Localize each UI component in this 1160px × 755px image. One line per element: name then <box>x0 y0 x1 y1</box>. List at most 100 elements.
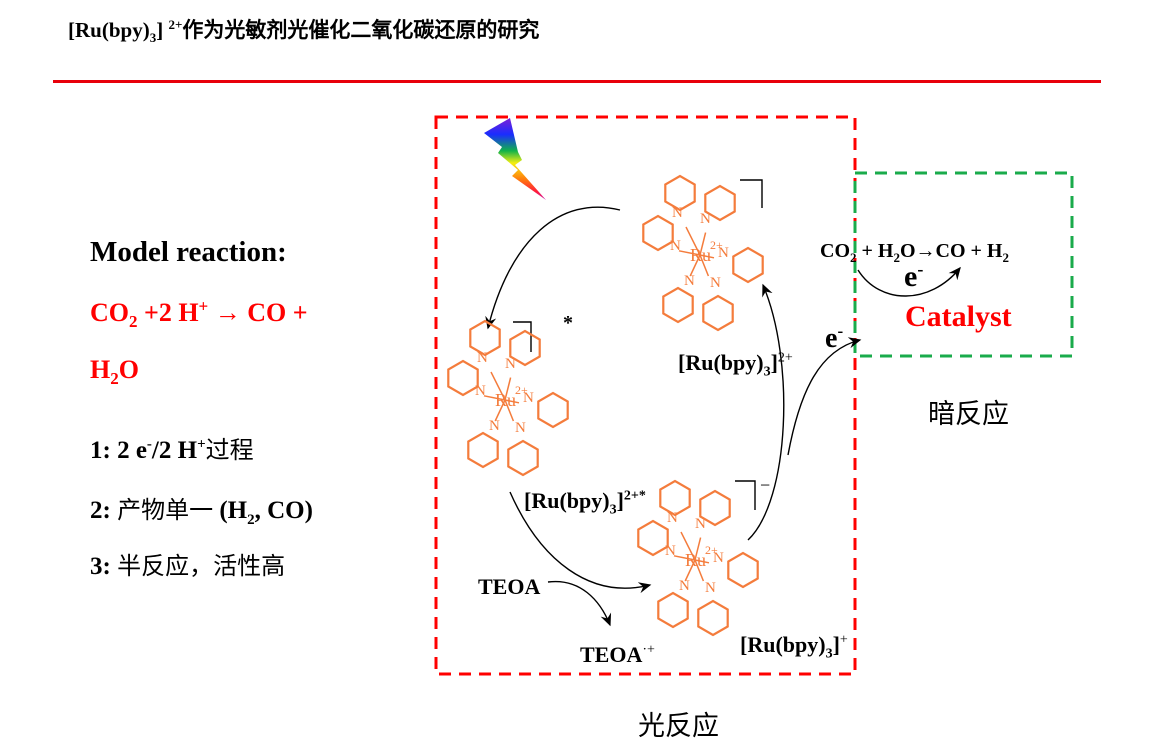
eq-text: +2 H <box>137 298 199 327</box>
excited-star: * <box>563 312 573 334</box>
label-ru-ground: [Ru(bpy)3]2+ <box>678 350 793 379</box>
label-text: ] <box>832 632 840 657</box>
label-sup: 2+* <box>623 488 646 504</box>
coordination-bond <box>494 399 506 422</box>
eq-sub: 2 <box>129 312 138 332</box>
electron-transfer-arrow <box>787 337 862 456</box>
pyridine-ring <box>447 359 479 397</box>
label-text: [Ru(bpy) <box>678 350 764 375</box>
point-text-cn: 产物单一 <box>117 496 214 524</box>
pyridine-ring <box>659 479 691 517</box>
eq-text: CO <box>820 240 850 262</box>
coordination-bond <box>694 559 710 564</box>
bracket-left <box>513 321 532 352</box>
point-text-cn: 半反应，活性高 <box>117 552 286 580</box>
coordination-bond <box>699 232 707 256</box>
dark-reaction-equation: CO2 + H2O→CO + H2 <box>820 240 1009 265</box>
nitrogen-atom-label: N <box>515 420 526 436</box>
point-sup: + <box>197 436 206 453</box>
pyridine-ring <box>732 246 764 284</box>
pyridine-ring <box>662 286 694 324</box>
label-teoa: TEOA <box>478 574 541 599</box>
teoa-oxidation-arrow <box>547 580 612 627</box>
label-text: ] <box>770 350 778 375</box>
pyridine-ring <box>699 489 731 527</box>
pyridine-ring <box>642 214 674 252</box>
coordination-bond <box>684 559 696 582</box>
eq-sub: 2 <box>850 250 857 265</box>
eq-sub: 2 <box>110 369 119 389</box>
title-bracket: ] <box>156 18 164 42</box>
label-teoa-oxidized: TEOA·+ <box>580 642 655 668</box>
pyridine-ring <box>469 319 501 357</box>
dark-reaction-box <box>853 171 1074 358</box>
model-reaction-heading: Model reaction: <box>90 236 287 268</box>
nitrogen-atom-label: N <box>672 205 683 221</box>
excitation-arrow <box>485 206 621 330</box>
light-reaction-box <box>434 115 857 676</box>
electron-label-transfer: e- <box>825 323 843 355</box>
point-text: 1: 2 e <box>90 437 147 464</box>
reduced-minus: − <box>760 475 771 495</box>
coordination-bond <box>680 531 696 561</box>
ru-atom-label: Ru <box>685 550 706 570</box>
pyridine-ring <box>697 599 729 637</box>
quench-arrow <box>509 491 652 594</box>
label-sub: 3 <box>609 502 617 518</box>
nitrogen-atom-label: N <box>713 550 724 566</box>
ru-charge-label: 2+ <box>705 543 718 557</box>
point-text: 2: <box>90 497 118 524</box>
electron-sup: - <box>837 321 844 341</box>
title-text: [Ru(bpy) <box>68 18 150 42</box>
eq-text: + H <box>856 240 894 262</box>
nitrogen-atom-label: N <box>670 238 681 254</box>
coordination-bond <box>689 254 701 277</box>
catalyst-label: Catalyst <box>905 300 1012 333</box>
eq-text: H <box>90 355 111 384</box>
title-divider <box>53 80 1101 83</box>
coordination-bond <box>504 377 512 401</box>
electron-e: e <box>825 323 838 354</box>
nitrogen-atom-label: N <box>695 516 706 532</box>
coordination-bond <box>678 250 701 256</box>
label-ru-excited: [Ru(bpy)3]2+* <box>524 488 646 518</box>
label-text: [Ru(bpy) <box>524 488 610 513</box>
ru-atom-label: Ru <box>690 245 711 265</box>
bracket-bottom <box>735 480 756 510</box>
coordination-bond <box>694 537 702 561</box>
nitrogen-atom-label: N <box>710 275 721 291</box>
point-sub: 2 <box>247 512 255 528</box>
label-sup: + <box>839 632 848 648</box>
coordination-bond <box>699 254 715 259</box>
nitrogen-atom-label: N <box>700 211 711 227</box>
coordination-bond <box>483 395 506 401</box>
ru-charge-label: 2+ <box>710 238 723 252</box>
slide-title: [Ru(bpy)3] 2+作为光敏剂光催化二氧化碳还原的研究 <box>68 14 539 44</box>
nitrogen-atom-label: N <box>684 273 695 289</box>
pyridine-ring <box>727 551 759 589</box>
coordination-bond <box>504 399 515 422</box>
eq-text: O <box>118 355 139 384</box>
point-text: 3: <box>90 553 118 580</box>
electron-sup: - <box>917 259 924 279</box>
label-ru-reduced: [Ru(bpy)3]+ <box>740 632 848 661</box>
coordination-bond <box>504 399 520 404</box>
point-2: 2: 产物单一 (H2, CO) <box>90 490 313 528</box>
label-text: TEOA <box>580 642 643 667</box>
label-sup: 2+ <box>777 350 793 366</box>
title-sup: 2+ <box>168 17 183 32</box>
label-text: ] <box>616 488 624 513</box>
nitrogen-atom-label: N <box>505 356 516 372</box>
eq-sub: 2 <box>1002 250 1009 265</box>
point-3: 3: 半反应，活性高 <box>90 546 285 581</box>
nitrogen-atom-label: N <box>477 350 488 366</box>
pyridine-ring <box>537 391 569 429</box>
eq-text: CO <box>90 298 129 327</box>
catalyst-arrow <box>857 266 961 297</box>
coordination-bond <box>490 371 506 401</box>
point-text-cn: 过程 <box>205 436 254 464</box>
